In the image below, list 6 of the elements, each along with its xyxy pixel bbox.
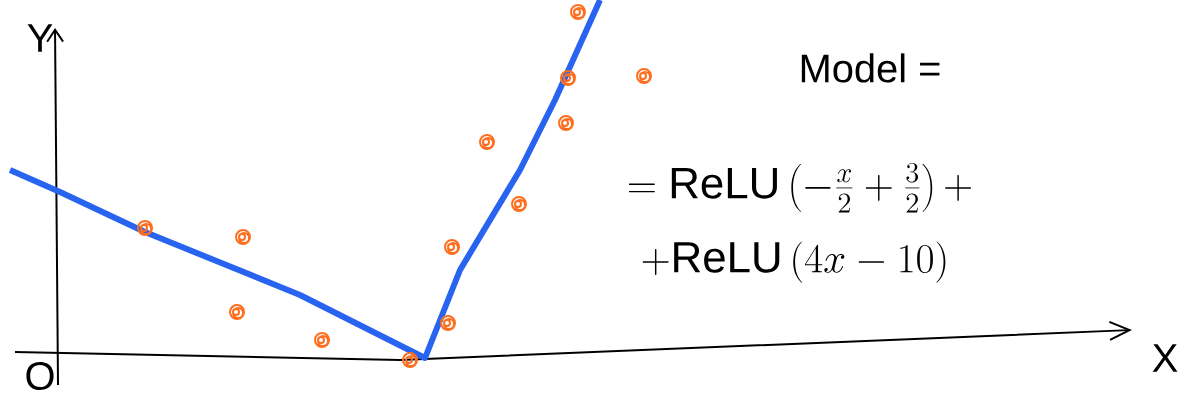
origin-label: O <box>26 361 54 391</box>
formula: $= \mathrm{ReLU}\left(-\frac{x}{2}+\frac{3}{2}\right) +$ <box>628 162 972 213</box>
formula: $+ \mathrm{ReLU}\left(4x-10\right)$ <box>642 241 946 283</box>
axis-label: Y <box>27 24 53 52</box>
axis-label: X <box>1152 344 1178 372</box>
model-label: Model = <box>801 53 940 83</box>
